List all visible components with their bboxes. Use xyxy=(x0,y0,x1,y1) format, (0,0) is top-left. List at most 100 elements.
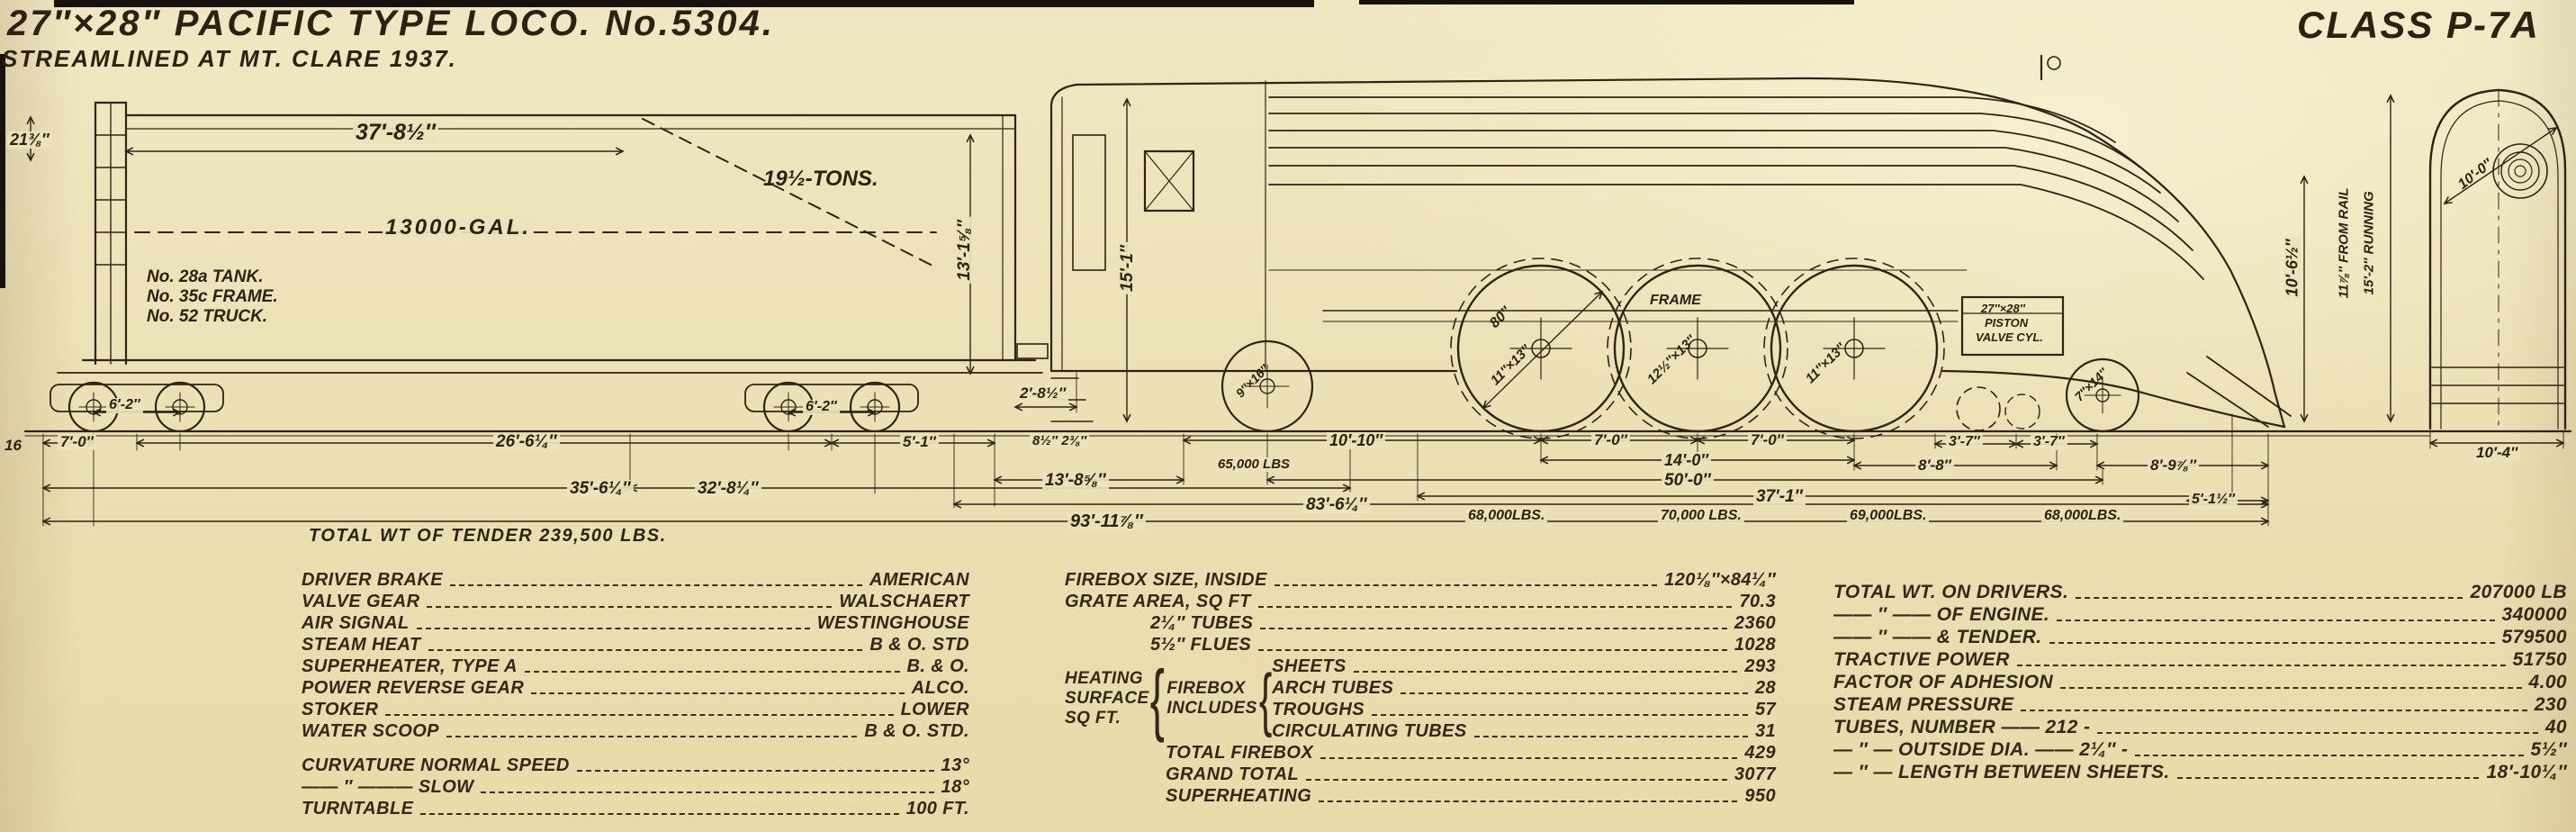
spec-value: 340000 xyxy=(2501,604,2567,625)
spec-value: 230 xyxy=(2534,694,2567,715)
spec-middle-group-rows: SHEETS 293 ARCH TUBES 28 TROUGHS 57 xyxy=(1272,656,1776,742)
spec-label: ARCH TUBES xyxy=(1272,678,1394,698)
spec-leader xyxy=(1306,779,1727,781)
spec-leader xyxy=(416,628,810,629)
group-label-line: FIREBOX xyxy=(1166,679,1246,698)
dim-tender-length: 37′-8½″ xyxy=(353,121,438,144)
label-frame-note: No. 35c FRAME. xyxy=(147,287,278,306)
spec-row: — ″ — LENGTH BETWEEN SHEETS. 18′-10¼″ xyxy=(1833,761,2567,783)
spec-leader xyxy=(1258,649,1727,651)
spec-row: STOKER LOWER xyxy=(302,699,969,720)
dim-tender-wheelbase: 35′-6¼″ xyxy=(567,480,634,498)
dim-boiler-height: 10′-6½″ xyxy=(2283,236,2301,300)
spec-label: 2¼″ TUBES xyxy=(1150,613,1254,633)
spec-value: 57 xyxy=(1754,700,1776,719)
label-truck-note: No. 52 TRUCK. xyxy=(147,307,268,326)
spec-label: FACTOR OF ADHESION xyxy=(1833,672,2054,692)
heating-surface-group: HEATING SURFACE SQ FT. { FIREBOX INCLUDE… xyxy=(1065,656,1776,742)
spec-row: VALVE GEAR WALSCHAERT xyxy=(302,591,969,612)
spec-label: WATER SCOOP xyxy=(302,721,439,741)
dim-driver-wheelbase: 14′-0″ xyxy=(1662,452,1711,469)
spec-value: AMERICAN xyxy=(869,570,969,590)
spec-leader xyxy=(1260,628,1727,629)
spec-row: TOTAL WT. ON DRIVERS. 207000 LB xyxy=(1833,581,2567,603)
spec-row: SHEETS 293 xyxy=(1272,656,1776,677)
spec-leader xyxy=(2176,777,2480,779)
spec-row: —— ″ —— OF ENGINE. 340000 xyxy=(1833,603,2567,626)
label-axle-weight-1: 68,000LBS. xyxy=(1465,508,1548,524)
spec-value: 40 xyxy=(2544,717,2567,737)
spec-value: 950 xyxy=(1744,786,1776,806)
spec-leader xyxy=(576,770,934,772)
spec-row: FACTOR OF ADHESION 4.00 xyxy=(1833,671,2567,693)
spec-value: WESTINGHOUSE xyxy=(816,613,969,633)
brace-glyph: { xyxy=(1149,654,1165,743)
label-tender-weight: TOTAL WT OF TENDER 239,500 LBS. xyxy=(309,526,667,546)
spec-label: SUPERHEATING xyxy=(1166,786,1312,806)
label-coal-capacity: 19½-TONS. xyxy=(763,167,878,191)
scan-artifact-top-left xyxy=(54,0,1314,7)
spec-label: GRAND TOTAL xyxy=(1166,764,1300,784)
group-label-line: SQ FT. xyxy=(1065,709,1121,728)
spec-label: STEAM PRESSURE xyxy=(1833,694,2014,715)
dim-total-wheelbase: 93′-11⅞″ xyxy=(1067,512,1146,531)
spec-row: WATER SCOOP B & O. STD. xyxy=(302,720,969,742)
dim-front-base: 10′-4″ xyxy=(2473,445,2521,461)
spec-leader xyxy=(385,714,894,716)
dim-tender-rear-height: 21⅜″ xyxy=(7,131,52,149)
label-axle-weight-2: 70,000 LBS. xyxy=(1658,508,1744,524)
spec-row: SUPERHEATER, TYPE A B. & O. xyxy=(302,656,969,677)
spec-leader xyxy=(524,671,900,673)
spec-label: 5½″ FLUES xyxy=(1150,635,1252,655)
spec-value: 28 xyxy=(1754,678,1776,698)
spec-leader xyxy=(446,736,858,737)
spec-left-rows2: CURVATURE NORMAL SPEED 13° —— ″ ——— SLOW… xyxy=(302,755,969,819)
spec-leader xyxy=(427,606,833,608)
spec-value: 429 xyxy=(1744,743,1776,763)
drawing-title: 27″×28″ PACIFIC TYPE LOCO. No.5304. xyxy=(7,4,775,43)
drawing-strokes xyxy=(23,54,2572,527)
spec-row: POWER REVERSE GEAR ALCO. xyxy=(302,677,969,699)
spec-label: SUPERHEATER, TYPE A xyxy=(302,656,518,676)
spec-value: 579500 xyxy=(2501,627,2567,647)
spec-row: GRATE AREA, SQ FT 70.3 xyxy=(1065,591,1776,612)
spec-leader xyxy=(2076,597,2463,599)
spec-value: 18′-10¼″ xyxy=(2486,762,2567,782)
spec-leader xyxy=(1473,736,1748,737)
spec-leader xyxy=(1257,606,1733,608)
spec-leader xyxy=(2021,710,2527,711)
spec-row: —— ″ ——— SLOW 18° xyxy=(302,776,969,798)
spec-row: TOTAL FIREBOX 429 xyxy=(1065,742,1776,764)
spec-row: GRAND TOTAL 3077 xyxy=(1065,764,1776,785)
spec-label: —— ″ —— & TENDER. xyxy=(1833,627,2042,647)
spec-row: ARCH TUBES 28 xyxy=(1272,677,1776,699)
dim-engine-wheelbase: 50′-0″ xyxy=(1662,472,1714,490)
spec-label: AIR SIGNAL xyxy=(302,613,410,633)
dim-cab-to-driver: 13′-8⅝″ xyxy=(1042,472,1109,490)
spec-label: SHEETS xyxy=(1272,656,1347,676)
spec-label: FIREBOX SIZE, INSIDE xyxy=(1065,570,1267,590)
dim-truck-spacing-rear: 6′-2″ xyxy=(106,397,143,413)
dim-front-gap: 5′-1″ xyxy=(900,434,939,450)
heating-surface-label: HEATING SURFACE SQ FT. xyxy=(1065,669,1149,728)
spec-table-right: TOTAL WT. ON DRIVERS. 207000 LB —— ″ —— … xyxy=(1833,581,2567,783)
label-cylinder-valve: VALVE CYL. xyxy=(1976,330,2043,344)
dim-driver-spacing-2: 7′-0″ xyxy=(1748,432,1787,448)
spec-value: 100 FT. xyxy=(905,799,969,818)
dim-driver-to-front: 37′-1″ xyxy=(1753,488,1806,506)
spec-row: CIRCULATING TUBES 31 xyxy=(1272,720,1776,742)
dim-tender-frame: 32′-8¼″ xyxy=(695,480,761,498)
dim-small-dims: 8½″ 2⅜″ xyxy=(1030,434,1090,448)
group-label-line: HEATING xyxy=(1065,669,1143,688)
spec-label: TUBES, NUMBER —— 212 - xyxy=(1833,717,2091,737)
spec-row: 5½″ FLUES 1028 xyxy=(1065,634,1776,656)
spec-label: CIRCULATING TUBES xyxy=(1272,721,1467,741)
spec-row: —— ″ —— & TENDER. 579500 xyxy=(1833,626,2567,648)
spec-row: — ″ — OUTSIDE DIA. —— 2¼″ - 5½″ xyxy=(1833,738,2567,761)
spec-label: TRACTIVE POWER xyxy=(1833,649,2010,670)
dim-lead-spacing-2: 3′-7″ xyxy=(2031,434,2067,450)
spec-leader xyxy=(1274,584,1658,586)
spec-row: TRACTIVE POWER 51750 xyxy=(1833,648,2567,671)
